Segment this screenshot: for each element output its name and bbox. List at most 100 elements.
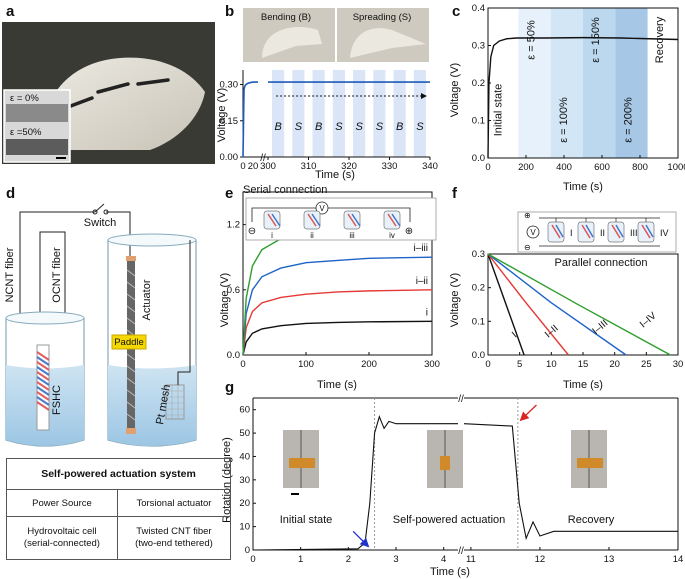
region-label-c: ε = 100%	[558, 97, 570, 143]
parallel-cell-stripe	[611, 224, 621, 239]
serial-cell-stripe	[351, 213, 361, 227]
switch-label: Switch	[84, 217, 116, 229]
wire-pt-mesh	[177, 240, 191, 385]
y-tick-label-f: 0.3	[472, 249, 485, 260]
serial-cell-stripe	[387, 213, 397, 227]
strain-region	[550, 8, 583, 158]
series-line-e	[242, 289, 433, 356]
panel-a: a ε = 0% ε =50%	[2, 3, 215, 164]
x-tick-label-g: 11	[466, 554, 476, 565]
ylabel-f: Voltage (V)	[449, 273, 461, 327]
caption-initial: Initial state	[280, 514, 333, 526]
switch-on-arrow	[352, 530, 370, 548]
serial-cell-stripe	[311, 213, 321, 227]
x-tick-label-g: 14	[673, 554, 684, 565]
x-tick-label-f: 30	[673, 359, 684, 370]
panel-label-e: e	[225, 185, 233, 202]
fiber-unstrained	[6, 104, 68, 122]
x-tick-label-g: 2	[346, 554, 351, 565]
y-tick-label-b: 0.30	[220, 80, 239, 91]
series-label-f: I–II	[543, 323, 561, 340]
fshc-blue-stripes	[36, 356, 50, 406]
y-tick-label-c: 0.1	[472, 116, 485, 127]
y-tick-label-e: 0.6	[227, 285, 240, 296]
y-tick-label-f: 0.2	[472, 283, 485, 294]
state-label: S	[355, 121, 363, 133]
x-tick-label-b: 310	[301, 161, 317, 172]
y-tick-label-f: 0.1	[472, 316, 485, 327]
frame-e	[242, 191, 433, 356]
fiber-strained	[6, 139, 68, 155]
serial-cell-label: iv	[389, 231, 395, 240]
system-table-title: Self-powered actuation system	[6, 458, 231, 490]
series-line-f	[487, 253, 671, 356]
serial-cell-label: ii	[310, 231, 314, 240]
parallel-cell-label: I	[570, 228, 573, 238]
paddle-label: Paddle	[114, 337, 144, 348]
serial-wire-left	[251, 207, 316, 222]
table-power-source-value: Hydrovoltaic cell(serial-connected)	[6, 516, 118, 560]
serial-title: Serial connection	[243, 184, 327, 196]
x-tick-label-g: 13	[604, 554, 615, 565]
strain-region	[518, 8, 551, 158]
state-band	[373, 70, 386, 157]
switch-lever[interactable]	[94, 203, 105, 213]
voltmeter-e	[315, 201, 329, 215]
ylabel-e: Voltage (V)	[219, 273, 231, 327]
negative-terminal-e: ⊖	[248, 226, 256, 237]
pt-mesh	[165, 384, 185, 420]
state-label: B	[315, 121, 322, 133]
table-power-line2: (serial-connected)	[23, 538, 100, 549]
switch-terminal-left	[92, 209, 98, 215]
panel-label-f: f	[452, 185, 458, 202]
parallel-title: Parallel connection	[555, 257, 648, 269]
series-line-e	[242, 320, 433, 356]
y-tick-label-c: 0.2	[472, 78, 485, 89]
x-tick-label-e: 0	[240, 359, 245, 370]
plot-c: 0.00.10.20.30.402004006008001000Initial …	[472, 3, 685, 173]
xlabel-e: Time (s)	[317, 379, 357, 391]
state-label: B	[274, 121, 281, 133]
bending-label: Bending (B)	[261, 12, 311, 23]
x-tick-label-b: 300	[260, 161, 276, 172]
state-band	[272, 70, 285, 157]
x-tick-label-b: 340	[422, 161, 438, 172]
parallel-cell-label: III	[630, 228, 638, 238]
state-label: S	[416, 121, 424, 133]
panel-c: c 0.00.10.20.30.402004006008001000Initia…	[449, 3, 685, 193]
serial-cell-stripe	[391, 213, 401, 227]
axis-break-g-top: //	[458, 394, 464, 405]
series-label-e: i	[426, 307, 428, 318]
series-line-f	[487, 253, 569, 356]
parallel-cell-stripe	[585, 224, 594, 238]
actuator-bottom-clamp	[126, 428, 136, 434]
serial-wire-right	[328, 207, 411, 222]
x-tick-label-f: 0	[485, 359, 490, 370]
caption-actuation: Self-powered actuation	[393, 514, 506, 526]
state-label: S	[376, 121, 384, 133]
x-tick-label-f: 10	[546, 359, 557, 370]
state-label: B	[396, 121, 403, 133]
ncnt-label: NCNT fiber	[4, 247, 16, 302]
series-line-f	[487, 253, 627, 356]
y-tick-label-g: 50	[239, 428, 250, 439]
serial-cell-label: i	[271, 231, 273, 240]
y-tick-label-e: 1.2	[227, 220, 240, 231]
panel-label-g: g	[225, 379, 234, 396]
x-tick-label-b: 0	[240, 161, 245, 172]
axis-break-b: //	[260, 153, 266, 164]
strain-label-50: ε =50%	[10, 127, 42, 138]
x-tick-label-c: 0	[485, 162, 490, 173]
photo-initial-paddle	[289, 458, 315, 468]
actuator-label: Actuator	[141, 279, 153, 320]
serial-cell-stripe	[307, 213, 317, 227]
x-tick-label-e: 200	[361, 359, 377, 370]
fshc-label: FSHC	[51, 385, 63, 415]
serial-cell-stripe	[271, 213, 281, 227]
